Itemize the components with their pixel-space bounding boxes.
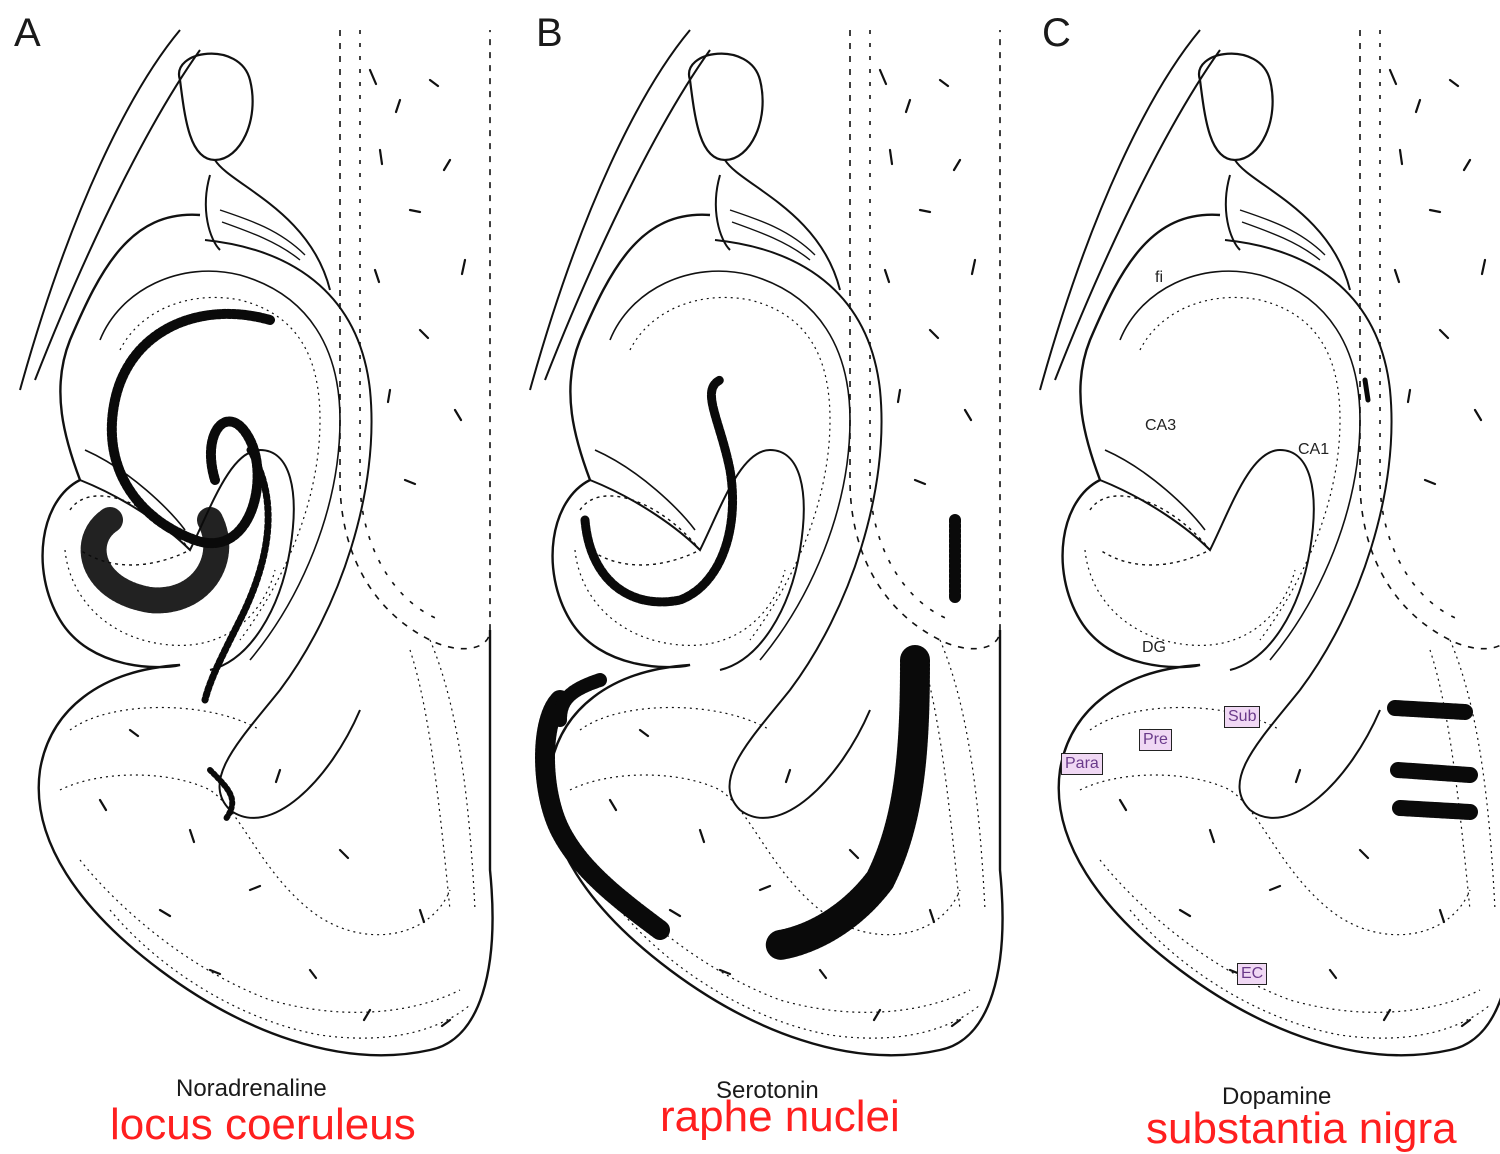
panel-c-letter: C bbox=[1042, 11, 1071, 55]
region-label-para: Para bbox=[1061, 753, 1103, 775]
panel-a-transmitter: Noradrenaline bbox=[176, 1075, 327, 1103]
region-label-dg: DG bbox=[1142, 639, 1166, 656]
panel-c-section bbox=[1040, 30, 1500, 1055]
region-label-ec: EC bbox=[1237, 963, 1267, 985]
panel-a-source: locus coeruleus bbox=[110, 1100, 416, 1150]
panel-b-letter: B bbox=[536, 11, 563, 55]
panel-a-letter: A bbox=[14, 11, 41, 55]
panel-b-section bbox=[530, 30, 1003, 1055]
panel-c-source: substantia nigra bbox=[1146, 1104, 1457, 1154]
region-label-sub: Sub bbox=[1224, 706, 1260, 728]
panel-a-innervation bbox=[94, 314, 270, 820]
panel-b-innervation bbox=[545, 380, 955, 945]
region-label-ca1: CA1 bbox=[1298, 441, 1329, 458]
region-label-pre: Pre bbox=[1139, 729, 1172, 751]
panel-b-source: raphe nuclei bbox=[660, 1092, 900, 1142]
panel-c-innervation bbox=[1365, 380, 1470, 812]
region-label-fi: fi bbox=[1155, 269, 1163, 286]
region-label-ca3: CA3 bbox=[1145, 417, 1176, 434]
